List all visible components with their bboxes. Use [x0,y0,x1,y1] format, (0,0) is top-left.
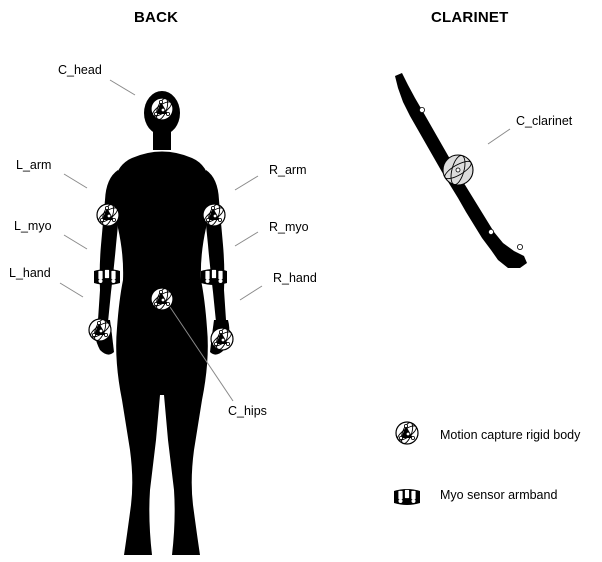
marker-c-head [151,97,174,121]
legend-rigid-body-label: Motion capture rigid body [440,428,580,442]
human-silhouette [95,91,230,555]
label-l-hand: L_hand [9,266,51,280]
label-r-arm: R_arm [269,163,307,177]
marker-l-hand [89,318,112,342]
label-l-arm: L_arm [16,158,51,172]
armband-r-myo [201,269,227,285]
label-l-myo: L_myo [14,219,52,233]
label-r-myo: R_myo [269,220,309,234]
label-c-head: C_head [58,63,102,77]
label-c-clarinet: C_clarinet [516,114,572,128]
legend-armband-label: Myo sensor armband [440,488,557,502]
armband-l-myo [94,269,120,285]
marker-r-arm [203,203,226,227]
label-r-hand: R_hand [273,271,317,285]
marker-l-arm [97,203,120,227]
motion-capture-rigid-body-icon [396,421,419,445]
marker-c-hips [151,287,174,311]
marker-r-hand [211,327,234,351]
myo-armband-icon [394,489,420,505]
label-c-hips: C_hips [228,404,267,418]
